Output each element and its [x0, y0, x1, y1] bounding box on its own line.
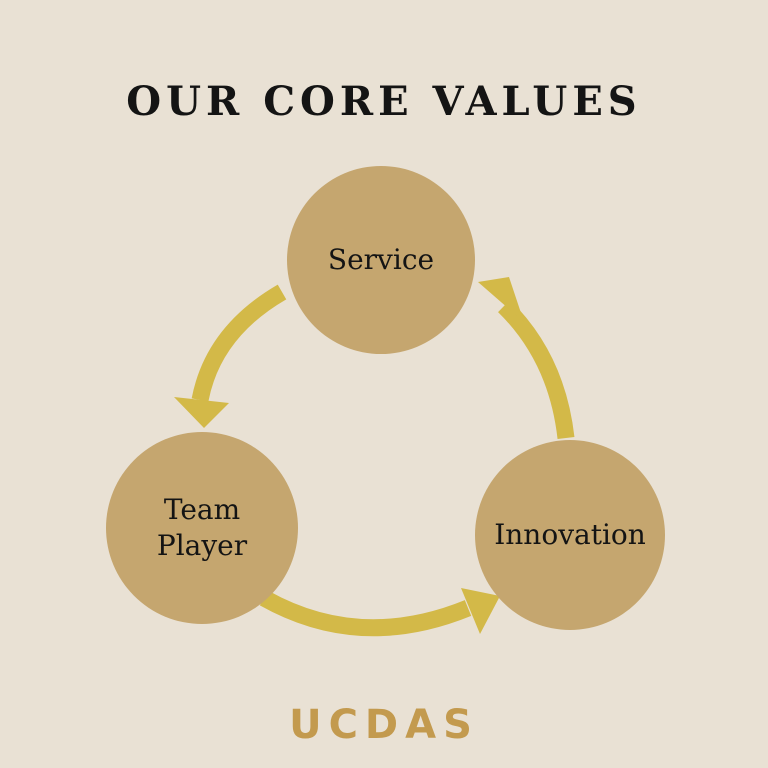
- arrow-head-service: [478, 277, 524, 322]
- arrow-service-to-team: [191, 284, 287, 402]
- value-team-player-label-line1: Team: [163, 492, 241, 526]
- value-service-circle: Service: [287, 166, 475, 354]
- arrow-team-to-innovation: [259, 590, 472, 637]
- arrow-head-innovation: [461, 588, 500, 634]
- arrow-head-team: [174, 397, 229, 428]
- value-innovation-circle: Innovation: [475, 440, 665, 630]
- value-service-label: Service: [327, 242, 435, 276]
- arrow-innovation-to-service: [497, 299, 575, 439]
- value-team-player-label-line2: Player: [156, 529, 248, 562]
- value-team-player-circle: Team Player: [106, 432, 298, 624]
- brand-logo: UCDAS: [289, 702, 479, 748]
- page-title: OUR CORE VALUES: [126, 78, 642, 125]
- value-innovation-label: Innovation: [494, 517, 646, 551]
